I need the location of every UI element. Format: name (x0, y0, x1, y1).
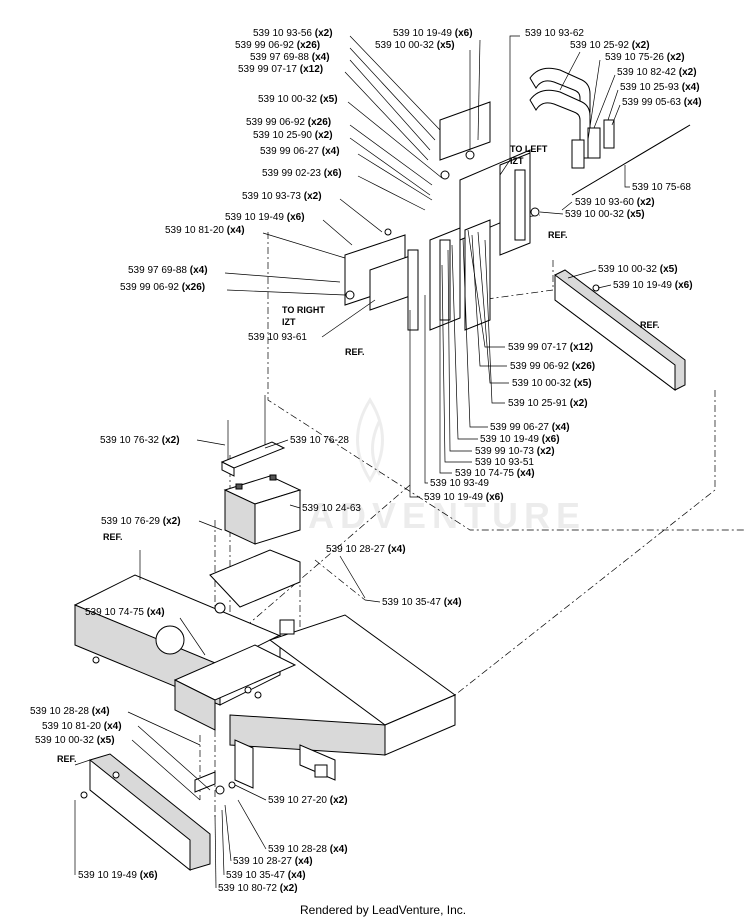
callout-label: 539 10 25-90 (x2) (253, 130, 333, 141)
callout-label: 539 99 06-27 (x4) (490, 422, 570, 433)
callout-label: 539 99 07-17 (x12) (238, 64, 323, 75)
callout-label: 539 10 25-93 (x4) (620, 82, 700, 93)
callout-label: 539 10 93-61 (248, 332, 307, 343)
callout-label: 539 10 81-20 (x4) (42, 721, 122, 732)
callout-label: 539 10 19-49 (x6) (480, 434, 560, 445)
steering-handles (529, 67, 691, 196)
callout-label: 539 10 76-32 (x2) (100, 435, 180, 446)
ref-label: REF. (345, 347, 365, 357)
ref-label: REF. (640, 320, 660, 330)
callout-label: 539 10 00-32 (x5) (598, 264, 678, 275)
callout-label: 539 10 82-42 (x2) (617, 67, 697, 78)
watermark-text: LEADVENTURE (250, 495, 586, 536)
callout-label: 539 10 00-32 (x5) (565, 209, 645, 220)
callout-label: 539 97 69-88 (x4) (250, 52, 330, 63)
callout-label: 539 99 02-23 (x6) (262, 168, 342, 179)
callout-label: 539 10 93-51 (475, 457, 534, 468)
right-izt-note-line2: IZT (282, 317, 296, 327)
callout-label: 539 10 00-32 (x5) (375, 40, 455, 51)
callout-label: 539 99 10-73 (x2) (475, 446, 555, 457)
callout-label: 539 10 28-27 (x4) (326, 544, 406, 555)
callout-label: 539 10 93-62 (525, 28, 584, 39)
battery-assembly (220, 395, 302, 545)
callout-label: 539 10 25-92 (x2) (570, 40, 650, 51)
callout-label: 539 10 19-49 (x6) (78, 870, 158, 881)
callout-label: 539 99 06-27 (x4) (260, 146, 340, 157)
callout-labels: 539 10 93-56 (x2) 539 99 06-92 (x26) 539… (30, 28, 702, 894)
callout-label: 539 10 00-32 (x5) (512, 378, 592, 389)
callout-label: 539 10 74-75 (x4) (85, 607, 165, 618)
callout-label: 539 99 06-92 (x26) (120, 282, 205, 293)
callout-label: 539 99 05-63 (x4) (622, 97, 702, 108)
callout-label: 539 10 75-26 (x2) (605, 52, 685, 63)
callout-label: 539 97 69-88 (x4) (128, 265, 208, 276)
callout-label: 539 10 35-47 (x4) (226, 870, 306, 881)
callout-label: 539 10 93-73 (x2) (242, 191, 322, 202)
callout-label: 539 10 19-49 (x6) (393, 28, 473, 39)
callout-label: 539 10 93-56 (x2) (253, 28, 333, 39)
leader-lines (74, 35, 630, 889)
callout-label: 539 99 06-92 (x26) (235, 40, 320, 51)
callout-label: 539 10 24-63 (302, 503, 361, 514)
callout-label: 539 10 25-91 (x2) (508, 398, 588, 409)
right-fender (554, 269, 686, 391)
callout-label: 539 99 06-92 (x26) (246, 117, 331, 128)
callout-label: 539 10 00-32 (x5) (35, 735, 115, 746)
callout-label: 539 10 76-28 (290, 435, 349, 446)
callout-label: 539 10 80-72 (x2) (218, 883, 298, 894)
callout-label: 539 10 00-32 (x5) (258, 94, 338, 105)
callout-label: 539 10 81-20 (x4) (165, 225, 245, 236)
callout-label: 539 99 06-92 (x26) (510, 361, 595, 372)
left-fender (80, 753, 236, 872)
callout-label: 539 10 35-47 (x4) (382, 597, 462, 608)
callout-label: 539 10 28-28 (x4) (268, 844, 348, 855)
ref-label: REF. (57, 754, 77, 764)
callout-label: 539 10 76-29 (x2) (101, 516, 181, 527)
main-frame (73, 549, 457, 789)
callout-label: 539 10 75-68 (632, 182, 691, 193)
ref-label: REF. (548, 230, 568, 240)
callout-label: 539 10 19-49 (x6) (225, 212, 305, 223)
callout-label: 539 10 93-60 (x2) (575, 197, 655, 208)
callout-label: 539 10 28-28 (x4) (30, 706, 110, 717)
right-izt-note-line1: TO RIGHT (282, 305, 325, 315)
left-izt-note-line2: IZT (510, 156, 524, 166)
callout-label: 539 10 19-49 (x6) (424, 492, 504, 503)
callout-label: 539 99 07-17 (x12) (508, 342, 593, 353)
footer-credit: Rendered by LeadVenture, Inc. (300, 903, 466, 917)
callout-label: 539 10 93-49 (430, 478, 489, 489)
callout-label: 539 10 27-20 (x2) (268, 795, 348, 806)
watermark: LEADVENTURE (250, 397, 586, 536)
callout-label: 539 10 74-75 (x4) (455, 468, 535, 479)
callout-label: 539 10 19-49 (x6) (613, 280, 693, 291)
callout-label: 539 10 28-27 (x4) (233, 856, 313, 867)
ref-label: REF. (103, 532, 123, 542)
left-izt-note-line1: TO LEFT (510, 144, 548, 154)
notes: TO LEFT IZT TO RIGHT IZT REF. REF. REF. … (57, 144, 660, 764)
